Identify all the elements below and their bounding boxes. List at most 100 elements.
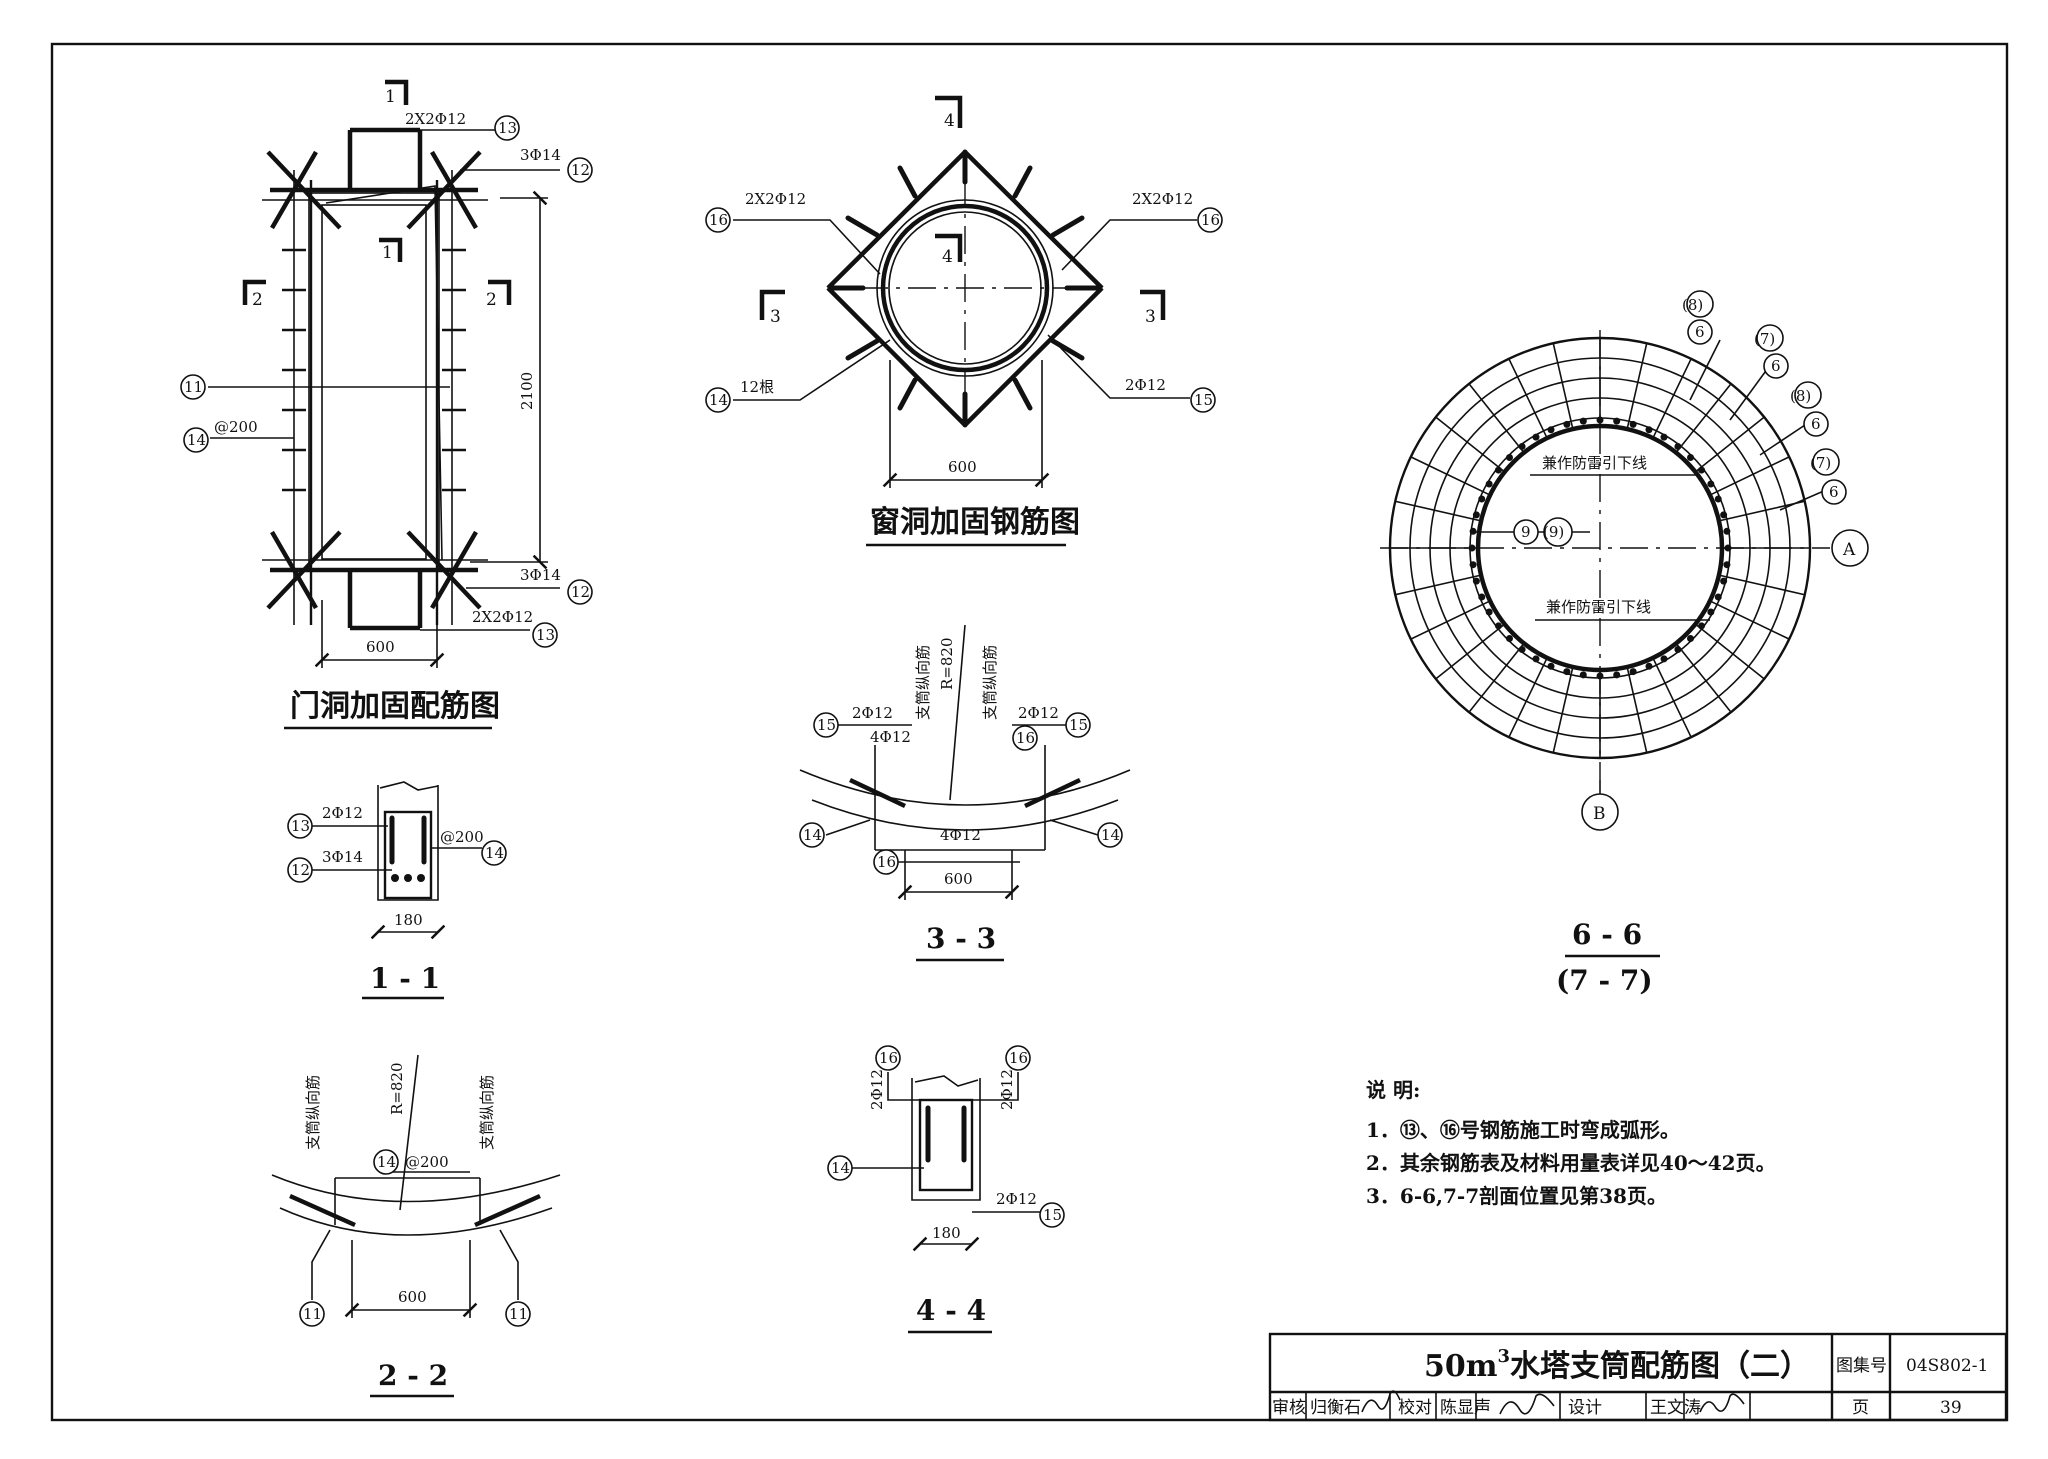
tag-16-wl-text: 16 xyxy=(709,211,728,229)
ring-rebar-dot xyxy=(1714,495,1722,503)
ring-rebar-dot xyxy=(1687,453,1695,461)
notes-line-3: 3．6-6,7-7剖面位置见第38页。 xyxy=(1366,1184,1667,1208)
sheet-border xyxy=(50,42,2009,1422)
ring-rebar-dot xyxy=(1720,511,1728,519)
tag-12-s11-text: 12 xyxy=(291,861,310,879)
dim-180-44: 180 xyxy=(932,1224,961,1242)
tag-8-a xyxy=(1686,290,1714,318)
ring-rebar-dot xyxy=(1698,466,1706,474)
tag-14-s22-text: 14 xyxy=(377,1153,396,1171)
ring-rebar-dot xyxy=(1505,453,1513,461)
section-6-6-label: 6 - 6 xyxy=(1572,918,1642,951)
tag-11-s22-right-text: 11 xyxy=(509,1305,528,1323)
section-3-3: R=820 支筒纵向筋 支筒纵向筋 15 2Φ12 4Φ12 2Φ12 15 1… xyxy=(799,624,1131,962)
tag-16-wr xyxy=(1197,207,1223,233)
check-label: 校对 xyxy=(1398,1398,1432,1418)
tag-11-s22-left-text: 11 xyxy=(303,1305,322,1323)
axis-b-text: B xyxy=(1593,804,1606,824)
tag-13-top-text: 13 xyxy=(498,119,517,137)
tag-13-s11-text: 13 xyxy=(291,817,310,835)
tag-16-s44-left xyxy=(875,1045,901,1071)
ring-radial-bar xyxy=(1709,600,1790,640)
tag-9 xyxy=(1513,519,1539,545)
ring-rebar-dot xyxy=(1518,442,1526,450)
section-1-1: 2Φ12 13 3Φ14 12 @200 14 180 1 - 1 xyxy=(287,781,507,1000)
dim-600-22: 600 xyxy=(398,1288,427,1306)
door-title: 门洞加固配筋图 xyxy=(290,689,500,724)
label-2phi12-33-right: 2Φ12 xyxy=(1018,704,1059,722)
ring-rebar-dot xyxy=(1645,426,1653,434)
ring-radial-bar xyxy=(1718,500,1805,522)
ring-rebar-dot xyxy=(1469,561,1477,569)
ring-rebar-dot xyxy=(1563,420,1571,428)
ring-radial-bar xyxy=(1552,343,1574,430)
section-1-1-label: 1 - 1 xyxy=(370,962,440,995)
label-2phi12-33-left: 2Φ12 xyxy=(852,704,893,722)
ring-radial-bar xyxy=(1468,383,1525,454)
design-name: 王文涛 xyxy=(1650,1398,1701,1418)
drawing-title-rest: 水塔支筒配筋图（二） xyxy=(1510,1349,1810,1384)
window-reinforcement-diagram: 600 4 4 3 3 2X2Φ12 16 2X2Φ12 16 12根 14 2… xyxy=(705,95,1223,547)
ring-rebar-dot xyxy=(1629,668,1637,676)
ring-radial-bar xyxy=(1675,383,1732,454)
ring-radial-bar xyxy=(1652,657,1692,738)
label-2phi12-44-bottom: 2Φ12 xyxy=(996,1190,1037,1208)
tag-16-s44-right xyxy=(1005,1045,1031,1071)
tag-6-c-text: 6 xyxy=(1811,415,1821,433)
section-2-2-label: 2 - 2 xyxy=(378,1359,448,1392)
title-block: 50m3水塔支筒配筋图（二） 图集号 04S802-1 审核 归衡石 校对 陈显… xyxy=(1268,1332,2008,1422)
tag-6-c xyxy=(1803,411,1829,437)
section-2-2: R=820 支筒纵向筋 支筒纵向筋 14 @200 11 11 600 2 - … xyxy=(271,1054,561,1398)
ring-radial-bar xyxy=(1435,416,1506,473)
tag-14-s33-left xyxy=(799,822,825,848)
ring-rebar-dot xyxy=(1579,417,1587,425)
tag-8-b-text: (8) xyxy=(1790,387,1811,405)
tag-6-d-text: 6 xyxy=(1829,483,1839,501)
ring-radial-bar xyxy=(1468,642,1525,713)
check-name: 陈显声 xyxy=(1440,1398,1491,1418)
atlas-label: 图集号 xyxy=(1836,1356,1887,1376)
ring-rebar-dot xyxy=(1720,577,1728,585)
label-zhitong-33-right: 支筒纵向筋 xyxy=(981,645,999,720)
tag-16-wr-text: 16 xyxy=(1201,211,1220,229)
ring-rebar-dot xyxy=(1714,593,1722,601)
tag-14-s11 xyxy=(481,840,507,866)
ring-rebar-dot xyxy=(1645,662,1653,670)
section-4-4: 16 2Φ12 16 2Φ12 14 2Φ12 15 180 4 - 4 xyxy=(827,1045,1065,1334)
axis-a-text: A xyxy=(1842,540,1856,560)
atlas-number: 04S802-1 xyxy=(1906,1356,1988,1376)
tag-9b-text: (9) xyxy=(1543,523,1564,541)
label-3phi14-top: 3Φ14 xyxy=(520,146,561,164)
section-6-6-ring: 兼作防雷引下线 兼作防雷引下线 (8) 6 (7) 6 (8) 6 (7) 6 … xyxy=(1380,290,1869,997)
label-2phi12-44-right: 2Φ12 xyxy=(998,1069,1016,1110)
lightning-label-1: 兼作防雷引下线 xyxy=(1542,454,1647,472)
cut-2-left: 2 xyxy=(252,290,263,310)
tag-9b xyxy=(1543,517,1573,547)
axis-b xyxy=(1581,793,1619,831)
ring-radial-bar xyxy=(1709,456,1790,496)
cut-4-mid: 4 xyxy=(942,247,953,267)
cut-3-right: 3 xyxy=(1145,307,1156,327)
tag-12-bottom-text: 12 xyxy=(571,583,590,601)
review-label: 审核 xyxy=(1272,1398,1306,1418)
ring-rebar-dot xyxy=(1469,527,1477,535)
ring-rebar-dot xyxy=(1723,561,1731,569)
label-3phi14-bottom: 3Φ14 xyxy=(520,566,561,584)
ring-rebar-dot xyxy=(1707,608,1715,616)
ring-radial-bar xyxy=(1694,623,1765,680)
ring-radial-bar xyxy=(1395,574,1482,596)
drawing-title-prefix: 50m xyxy=(1424,1349,1498,1384)
label-2phi12-11: 2Φ12 xyxy=(322,804,363,822)
tag-14-window xyxy=(705,387,731,413)
label-4phi12-33-top: 4Φ12 xyxy=(870,728,911,746)
tag-11-door xyxy=(180,374,206,400)
tag-12-top xyxy=(567,157,593,183)
ring-radial-bar xyxy=(1435,623,1506,680)
ring-rebar-dot xyxy=(1613,671,1621,679)
tag-11-s22-left xyxy=(299,1301,325,1327)
tag-16-s33-bottom-text: 16 xyxy=(877,853,896,871)
r-820-33: R=820 xyxy=(938,638,956,691)
ring-rebar-dot xyxy=(1478,495,1486,503)
tag-6-d xyxy=(1821,479,1847,505)
window-title: 窗洞加固钢筋图 xyxy=(870,505,1080,540)
